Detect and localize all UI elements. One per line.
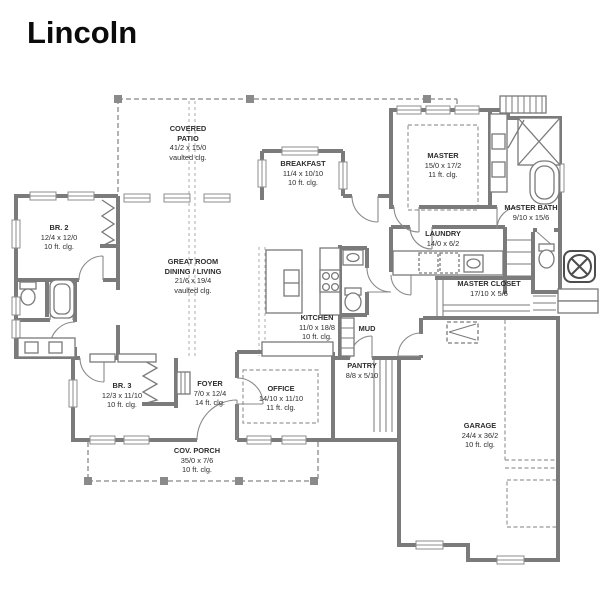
room-label-laundry: LAUNDRY 14/0 x 6/2 [425, 229, 461, 248]
laundry-sink-icon [463, 254, 484, 273]
room-label-master-closet: MASTER CLOSET 17/10 X 5/6 [457, 279, 521, 298]
room-label-pantry: PANTRY 8/8 x 5/10 [345, 361, 379, 380]
hall-linen-icon [507, 239, 531, 277]
room-label-br3: BR. 3 12/3 x 11/10 10 ft. clg. [101, 381, 143, 410]
powder-sink-icon [342, 249, 364, 266]
ceiling-ridge-lines [188, 101, 266, 356]
plan-title: Lincoln [27, 15, 138, 50]
master-vanity-icon [489, 113, 508, 193]
wc-toilet-icon [538, 243, 555, 269]
room-label-great-room: GREAT ROOM DINING / LIVING 21/6 x 19/4 v… [164, 257, 222, 295]
windows [11, 105, 565, 565]
room-label-office: OFFICE 14/10 x 11/10 11 ft. clg. [258, 384, 304, 413]
linen-shelves-icon [499, 95, 547, 114]
pantry-shelves-icon [373, 360, 393, 432]
attic-access-icon [446, 321, 479, 344]
room-label-mud: MUD [358, 324, 376, 333]
br3-closet-bifold-icon [141, 359, 159, 405]
room-label-cov-porch: COV. PORCH 35/0 x 7/6 10 ft. clg. [173, 446, 221, 475]
kitchen-counter-icon [261, 341, 334, 357]
patio-porch-posts [84, 95, 431, 485]
washer-icon [418, 252, 439, 274]
br2-closet-bifold-icon [100, 199, 116, 247]
dryer-icon [439, 252, 460, 274]
patio-porch-outline [87, 98, 458, 482]
shower-icon [507, 117, 561, 166]
closet-rod-icon [436, 280, 556, 316]
exterior-steps-icon [557, 288, 599, 314]
kitchen-island-icon [265, 249, 303, 314]
room-label-kitchen: KITCHEN 11/0 x 18/8 10 ft. clg. [298, 313, 336, 342]
mud-lockers-icon [340, 317, 355, 357]
great-room-builtins [89, 353, 157, 363]
room-label-master-bath: MASTER BATH 9/10 x 15/6 [504, 203, 558, 222]
powder-toilet-icon [344, 287, 362, 312]
range-icon [319, 247, 341, 316]
room-label-br2: BR. 2 12/4 x 12/0 10 ft. clg. [40, 223, 78, 252]
tray-ceiling-lines [242, 124, 558, 528]
room-label-master: MASTER 15/0 x 17/2 11 ft. clg. [424, 151, 462, 180]
room-label-garage: GARAGE 24/4 x 36/2 10 ft. clg. [461, 421, 499, 450]
toilet-icon [19, 281, 37, 306]
equipment-x-icon [563, 250, 596, 283]
room-label-breakfast: BREAKFAST 11/4 x 10/10 10 ft. clg. [280, 159, 326, 188]
fixtures [17, 95, 599, 432]
foyer-niche-icon [176, 371, 191, 395]
master-tub-icon [529, 160, 560, 205]
bathtub-icon [49, 279, 75, 319]
room-label-foyer: FOYER 7/0 x 12/4 14 ft. clg. [193, 379, 227, 408]
double-vanity-icon [17, 337, 76, 358]
room-label-covered-patio: COVERED PATIO 41/2 x 15/0 vaulted clg. [169, 124, 207, 162]
